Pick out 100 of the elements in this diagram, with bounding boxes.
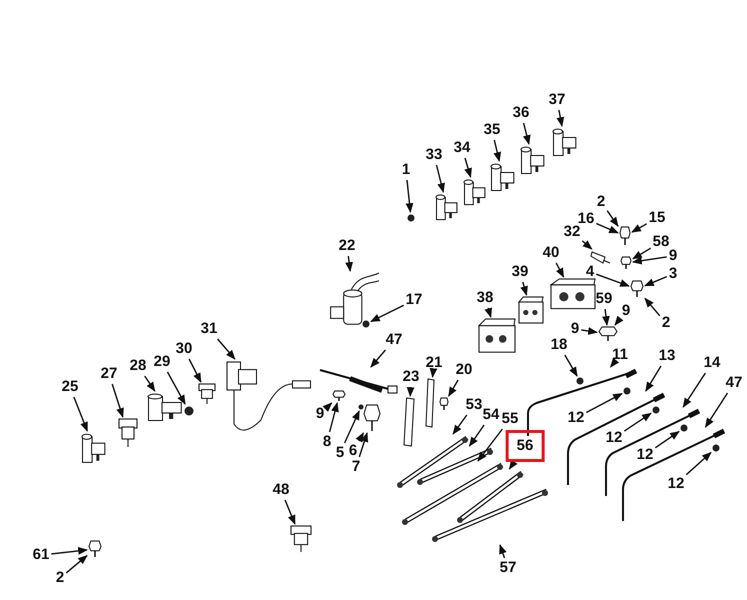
sensor-drawing bbox=[118, 418, 138, 448]
leader-line bbox=[166, 372, 186, 405]
nut-drawing bbox=[362, 320, 370, 328]
callout-number: 35 bbox=[484, 122, 500, 138]
leader-line bbox=[66, 554, 88, 574]
callout-number: 29 bbox=[154, 354, 170, 370]
leader-line bbox=[477, 428, 503, 462]
leader-line bbox=[344, 410, 360, 444]
leader-line bbox=[452, 414, 468, 435]
callout-number: 16 bbox=[578, 211, 594, 227]
callout-number: 12 bbox=[668, 476, 684, 492]
leader-line bbox=[556, 262, 564, 278]
sensor-drawing bbox=[198, 383, 216, 405]
callout-number: 15 bbox=[648, 210, 666, 226]
callout-number: 4 bbox=[586, 264, 594, 280]
leader-line bbox=[370, 350, 386, 368]
callout-number: 9 bbox=[622, 303, 630, 319]
valve-drawing bbox=[148, 392, 183, 422]
callout-number: 22 bbox=[338, 238, 356, 254]
callout-number: 47 bbox=[726, 375, 742, 391]
leader-line bbox=[686, 452, 712, 476]
leader-line bbox=[644, 298, 660, 316]
callout-number: 54 bbox=[482, 407, 500, 423]
leader-line bbox=[606, 210, 619, 227]
leader-line bbox=[520, 282, 528, 296]
fitting-drawing bbox=[88, 540, 102, 558]
leader-line bbox=[632, 248, 652, 260]
fitting-drawing bbox=[439, 397, 449, 411]
callout-number: 53 bbox=[466, 397, 482, 413]
callout-number: 13 bbox=[658, 348, 676, 364]
callout-number: 12 bbox=[568, 410, 584, 426]
callout-number: 9 bbox=[316, 406, 324, 422]
leader-line bbox=[345, 256, 353, 272]
leader-line bbox=[624, 412, 652, 432]
leader-line bbox=[188, 358, 202, 383]
fitting-drawing bbox=[363, 404, 381, 432]
callout-number: 2 bbox=[596, 194, 606, 210]
leader-line bbox=[356, 432, 364, 443]
callout-number: 18 bbox=[550, 337, 568, 353]
bracket-drawing bbox=[403, 397, 415, 447]
callout-number: 37 bbox=[548, 92, 566, 108]
leader-line bbox=[322, 402, 332, 412]
callout-number: 12 bbox=[606, 430, 622, 446]
leader-line bbox=[631, 223, 648, 233]
callout-number: 12 bbox=[636, 447, 654, 463]
callout-number: 9 bbox=[570, 321, 580, 337]
callout-number: 59 bbox=[596, 291, 612, 307]
tube-drawing bbox=[620, 428, 728, 523]
manifold-block-drawing bbox=[550, 278, 596, 312]
callout-number: 9 bbox=[668, 248, 678, 264]
tube-drawing bbox=[565, 392, 668, 487]
callout-number: 1 bbox=[402, 162, 410, 178]
leader-line bbox=[468, 424, 485, 447]
leader-line bbox=[581, 327, 598, 335]
leader-line bbox=[632, 256, 667, 265]
valve-drawing bbox=[521, 145, 545, 175]
bracket-drawing bbox=[425, 378, 435, 428]
fitting-drawing bbox=[332, 390, 346, 402]
leader-line bbox=[284, 500, 296, 525]
callout-number: 14 bbox=[704, 355, 720, 371]
callout-number: 27 bbox=[100, 366, 118, 382]
callout-number: 38 bbox=[476, 290, 494, 306]
leader-line bbox=[522, 122, 531, 145]
leader-line bbox=[358, 432, 368, 458]
leader-line bbox=[564, 354, 578, 377]
callout-number: 33 bbox=[426, 147, 442, 163]
leader-line bbox=[582, 240, 592, 250]
cable-drawing bbox=[318, 368, 398, 396]
callout-number: 11 bbox=[612, 347, 628, 363]
callout-number: 32 bbox=[564, 224, 580, 240]
leader-line bbox=[464, 158, 472, 178]
leader-line bbox=[654, 430, 680, 448]
callout-number: 6 bbox=[348, 443, 358, 459]
leader-line bbox=[644, 276, 668, 286]
valve-drawing bbox=[82, 432, 106, 464]
callout-number: 30 bbox=[176, 341, 192, 357]
callout-number: 36 bbox=[512, 105, 530, 121]
leader-line bbox=[499, 544, 507, 558]
nut-drawing bbox=[575, 377, 585, 385]
leader-line bbox=[596, 274, 630, 287]
nut-drawing bbox=[184, 405, 194, 417]
leader-line bbox=[51, 546, 88, 555]
callout-number: 17 bbox=[406, 292, 422, 308]
callout-number: 57 bbox=[500, 560, 516, 576]
callout-number: 3 bbox=[668, 266, 678, 282]
fitting-drawing bbox=[598, 326, 618, 342]
leader-line bbox=[682, 372, 706, 408]
fitting-drawing bbox=[630, 280, 644, 298]
callout-number: 2 bbox=[662, 315, 670, 331]
valve-drawing bbox=[491, 162, 515, 192]
sensor-drawing bbox=[290, 525, 312, 553]
callout-number: 2 bbox=[56, 570, 64, 586]
callout-number: 61 bbox=[32, 547, 50, 563]
callout-number: 58 bbox=[652, 234, 670, 250]
leader-line bbox=[586, 392, 623, 414]
leader-line bbox=[493, 140, 502, 162]
leader-line bbox=[328, 402, 339, 432]
leader-line bbox=[610, 358, 620, 368]
leader-line bbox=[704, 392, 728, 428]
callout-number: 21 bbox=[426, 355, 442, 371]
